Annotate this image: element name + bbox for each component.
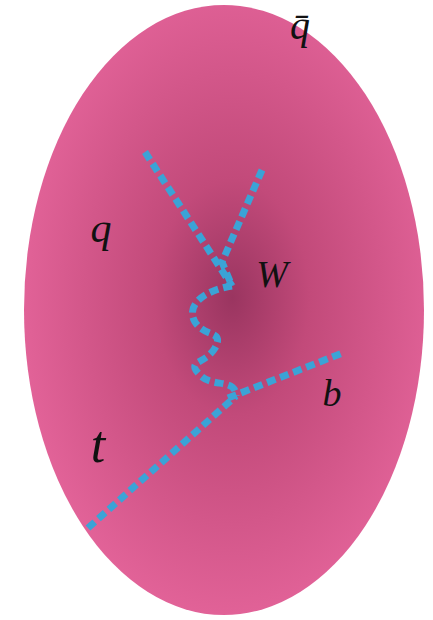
antiquark-line bbox=[222, 170, 262, 286]
particle-label: W bbox=[256, 255, 288, 293]
particle-label: q bbox=[91, 207, 112, 249]
quark-line bbox=[145, 152, 232, 286]
jet-ellipse bbox=[24, 5, 424, 615]
w-boson-line bbox=[192, 286, 236, 396]
particle-label: t bbox=[91, 419, 105, 471]
top-quark-line bbox=[88, 396, 236, 528]
particle-label: q̄ bbox=[290, 6, 310, 46]
particle-label: b bbox=[323, 374, 342, 412]
